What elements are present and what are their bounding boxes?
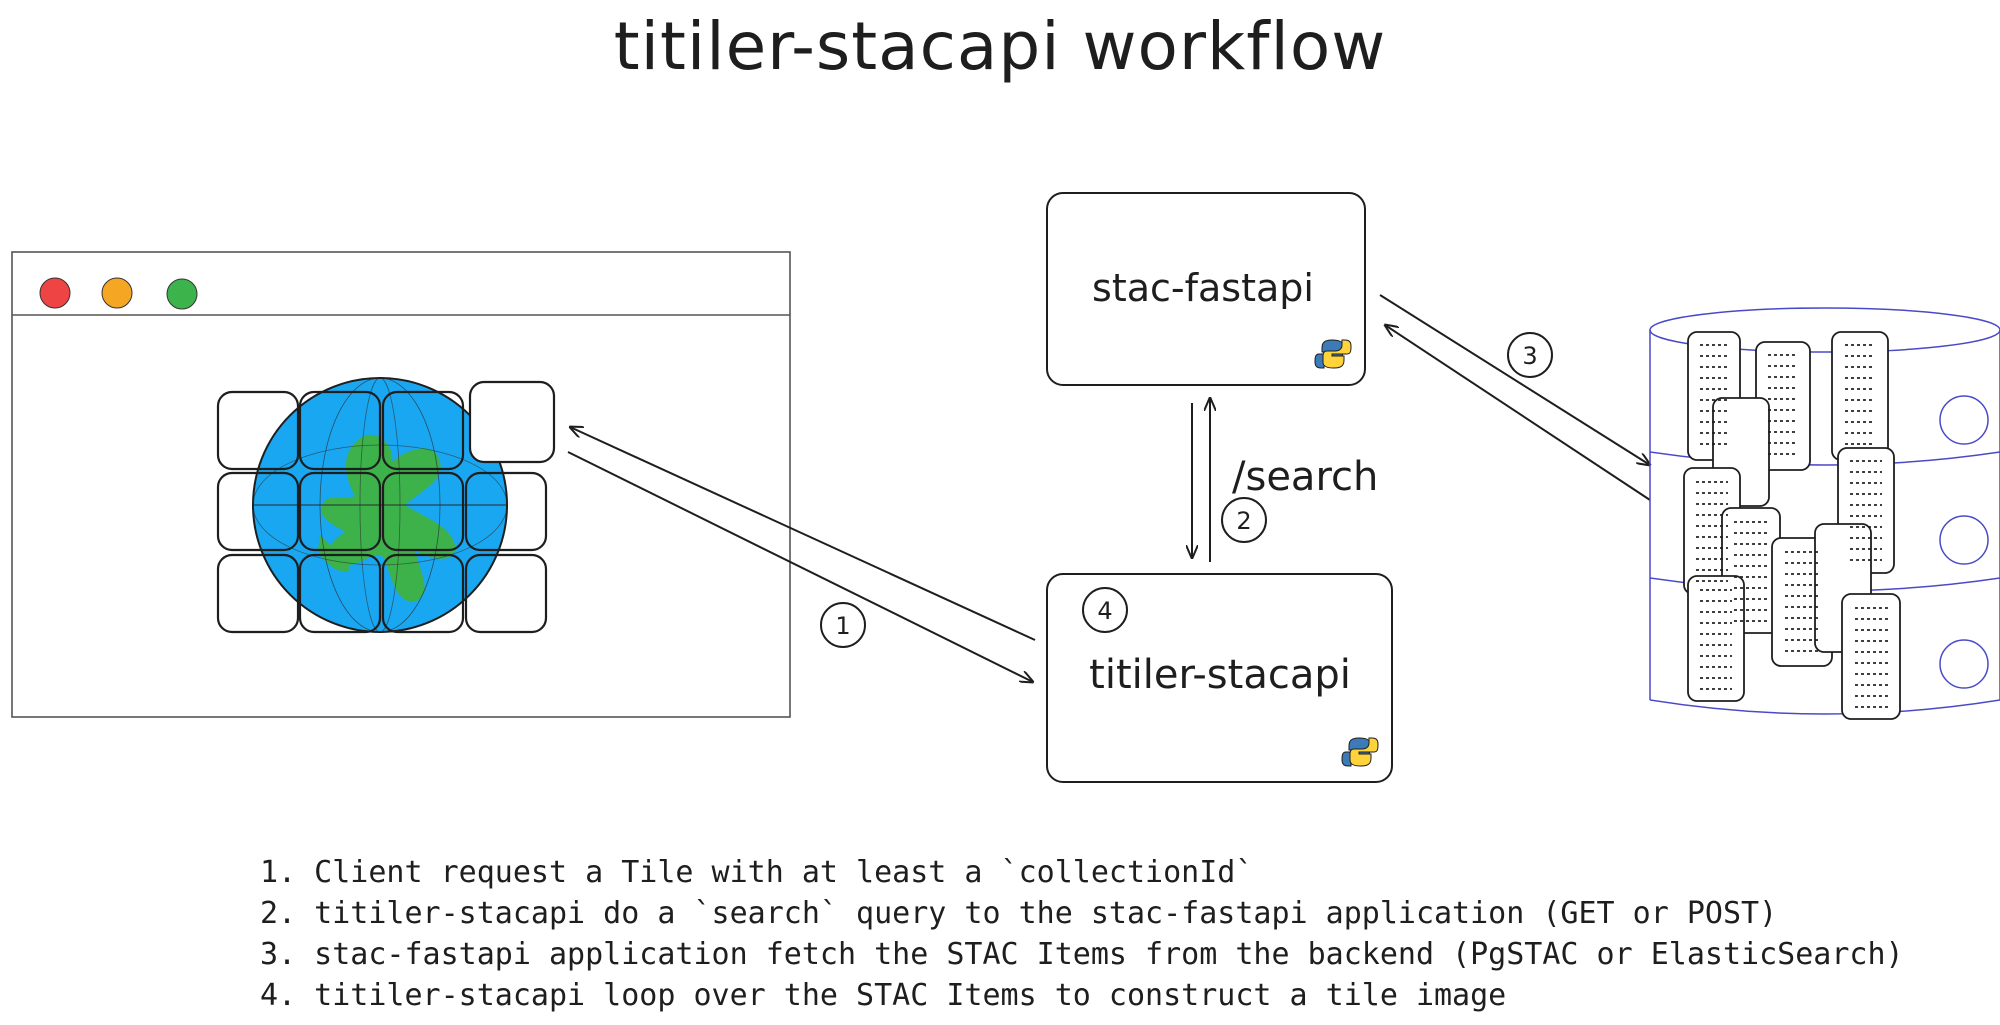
workflow-step-4: 4. titiler-stacapi loop over the STAC It… (260, 978, 1507, 1013)
database-icon (1649, 307, 2000, 720)
search-edge-label: /search (1232, 454, 1378, 500)
diagram-title: titiler-stacapi workflow (613, 8, 1387, 85)
step-badge-3: 3 (1507, 332, 1553, 378)
step-badge-4: 4 (1097, 597, 1112, 625)
workflow-step-3: 3. stac-fastapi application fetch the ST… (260, 937, 1904, 972)
svg-text:3: 3 (1522, 342, 1537, 370)
step-badge-2: 2 (1221, 497, 1267, 543)
window-minimize-dot (101, 277, 133, 309)
browser-window (11, 251, 791, 718)
workflow-step-2: 2. titiler-stacapi do a `search` query t… (260, 896, 1778, 931)
svg-text:1: 1 (835, 612, 850, 640)
workflow-steps-list: 1. Client request a Tile with at least a… (260, 852, 1960, 1016)
titiler-stacapi-label: titiler-stacapi (1089, 652, 1351, 698)
stac-fastapi-label: stac-fastapi (1092, 266, 1314, 310)
stac-item-documents (1683, 331, 1901, 720)
titiler-stacapi-node: 4 titiler-stacapi (1046, 573, 1393, 783)
tile-grid (216, 380, 556, 634)
workflow-step-1: 1. Client request a Tile with at least a… (260, 855, 1254, 890)
window-maximize-dot (166, 278, 198, 310)
edge-stac-backend (1379, 294, 1650, 501)
python-logo-icon (1314, 339, 1352, 369)
python-logo-icon (1341, 737, 1379, 767)
step-badge-1: 1 (820, 602, 866, 648)
edge-titiler-stac (1192, 398, 1210, 562)
edge-client-titiler (568, 427, 1035, 682)
svg-text:2: 2 (1236, 507, 1251, 535)
stac-fastapi-node: stac-fastapi (1046, 192, 1366, 386)
window-close-dot (39, 277, 71, 309)
